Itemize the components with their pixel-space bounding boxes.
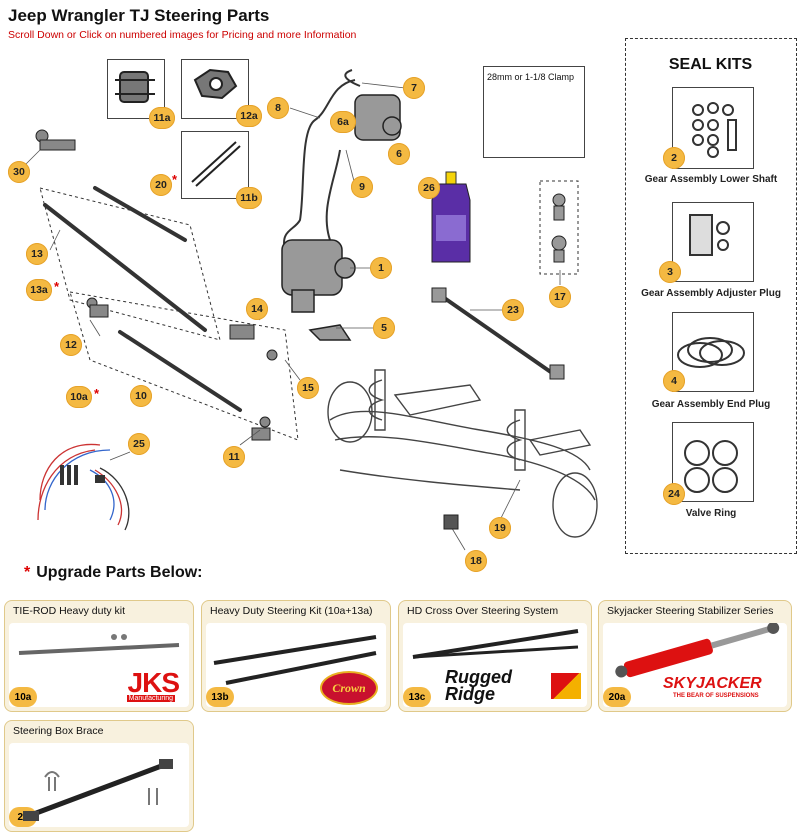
rugged-ridge-mark [551,673,581,699]
drag-link-group-outline [39,187,221,341]
part-badge-10a[interactable]: 10a [66,386,92,408]
upgrade-card-cross-over[interactable]: HD Cross Over Steering System Rugged Rid… [398,600,592,712]
part-badge-24[interactable]: 24 [663,483,685,505]
seal-kit-2-image[interactable] [672,87,754,169]
card-part-badge: 20a [603,687,631,707]
upgrade-heading: * Upgrade Parts Below: [24,564,203,582]
part-badge-12a[interactable]: 12a [236,105,262,127]
jks-logo: JKS [127,667,180,698]
part-badge-25[interactable]: 25 [128,433,150,455]
tie-rod-rod [118,330,242,412]
part-badge-30[interactable]: 30 [8,161,30,183]
part-12a-image[interactable] [181,59,249,119]
part-badge-11a[interactable]: 11a [149,107,175,129]
part-badge-14[interactable]: 14 [246,298,268,320]
seal-kit-4-image[interactable] [672,312,754,392]
part-badge-15[interactable]: 15 [297,377,319,399]
part-badge-20[interactable]: 20 [150,174,172,196]
card-caption: Skyjacker Steering Stabilizer Series [607,605,774,617]
cross-over-icon [412,629,579,659]
card-image [9,743,189,827]
upgrade-star: * [54,279,60,294]
part-badge-3[interactable]: 3 [659,261,681,283]
part-badge-13a[interactable]: 13a [26,279,52,301]
upgrade-heading-text: Upgrade Parts Below: [36,564,203,581]
jks-logo-sub: Manufacturing [126,695,175,702]
part-badge-8[interactable]: 8 [267,97,289,119]
part-badge-6[interactable]: 6 [388,143,410,165]
clamp-label: 28mm or 1-1/8 Clamp [487,72,575,82]
front-axle [329,410,591,471]
seal-kit-24-image[interactable] [672,422,754,502]
upgrade-card-heavy-duty-steering[interactable]: Heavy Duty Steering Kit (10a+13a) Crown … [201,600,391,712]
seal-kit-label: Gear Assembly Adjuster Plug [641,288,781,299]
part-badge-12[interactable]: 12 [60,334,82,356]
card-caption: TIE-ROD Heavy duty kit [13,605,126,617]
pitman-arm [308,324,352,341]
part-badge-7[interactable]: 7 [403,77,425,99]
part-badge-13[interactable]: 13 [26,243,48,265]
page-subtitle: Scroll Down or Click on numbered images … [8,29,357,41]
skyjacker-logo: SKYJACKER [663,675,762,692]
steering-fluid-bottle [431,171,471,263]
card-image: JKS Manufacturing [9,623,189,707]
crown-logo: Crown [320,671,378,705]
tie-rod-kit-icon [18,634,180,655]
seal-kit-label: Gear Assembly End Plug [651,399,771,410]
part-badge-2[interactable]: 2 [663,147,685,169]
card-image: Crown [206,623,386,707]
stabilizer-rod [93,186,187,242]
part-badge-11b[interactable]: 11b [236,187,262,209]
stabilizer-icon [615,623,780,678]
part-badge-26[interactable]: 26 [418,177,440,199]
part-badge-5[interactable]: 5 [373,317,395,339]
card-image: SKYJACKER THE BEAR OF SUSPENSIONS [603,623,787,707]
part-badge-23[interactable]: 23 [502,299,524,321]
part-badge-1[interactable]: 1 [370,257,392,279]
skyjacker-tagline: THE BEAR OF SUSPENSIONS [673,693,759,699]
tie-rod-group-outline [69,291,299,441]
intermediate-shaft [438,293,557,377]
brace-icon [23,759,173,821]
part-badge-11[interactable]: 11 [223,446,245,468]
seal-kit-label: Gear Assembly Lower Shaft [644,174,778,185]
rugged-ridge-logo: Rugged Ridge [445,667,512,704]
card-part-badge: 13b [206,687,234,707]
upgrade-card-steering-box-brace[interactable]: Steering Box Brace 22 [4,720,194,832]
drag-link-rod [43,203,207,332]
page-title: Jeep Wrangler TJ Steering Parts [8,6,270,25]
card-caption: Steering Box Brace [13,725,104,737]
seal-kits-panel [625,38,797,554]
part-badge-10[interactable]: 10 [130,385,152,407]
part-badge-19[interactable]: 19 [489,517,511,539]
upgrade-card-skyjacker[interactable]: Skyjacker Steering Stabilizer Series SKY… [598,600,792,712]
part-badge-17[interactable]: 17 [549,286,571,308]
upgrade-star: * [94,386,100,401]
part-badge-4[interactable]: 4 [663,370,685,392]
upgrade-card-tie-rod[interactable]: TIE-ROD Heavy duty kit JKS Manufacturing… [4,600,194,712]
upgrade-star: * [24,564,31,581]
part-badge-9[interactable]: 9 [351,176,373,198]
seal-kit-label: Valve Ring [685,508,737,519]
seal-kit-3-image[interactable] [672,202,754,282]
tie-rod-end-30-body [39,139,76,151]
part-badge-6a[interactable]: 6a [330,111,356,133]
ball-joint-group-outline [539,180,579,275]
card-part-badge: 10a [9,687,37,707]
seal-kits-title: SEAL KITS [668,56,753,73]
steering-kit-icon [213,635,377,685]
clamp-box[interactable] [483,66,585,158]
upgrade-star: * [172,172,178,187]
card-caption: HD Cross Over Steering System [407,605,559,617]
card-image: Rugged Ridge [403,623,587,707]
card-caption: Heavy Duty Steering Kit (10a+13a) [210,605,373,617]
part-11a-image[interactable] [107,59,165,119]
steering-gear-box [281,239,343,296]
card-part-badge: 13c [403,687,431,707]
return-hose [325,149,341,241]
pressure-hose [283,79,356,251]
part-badge-18[interactable]: 18 [465,550,487,572]
